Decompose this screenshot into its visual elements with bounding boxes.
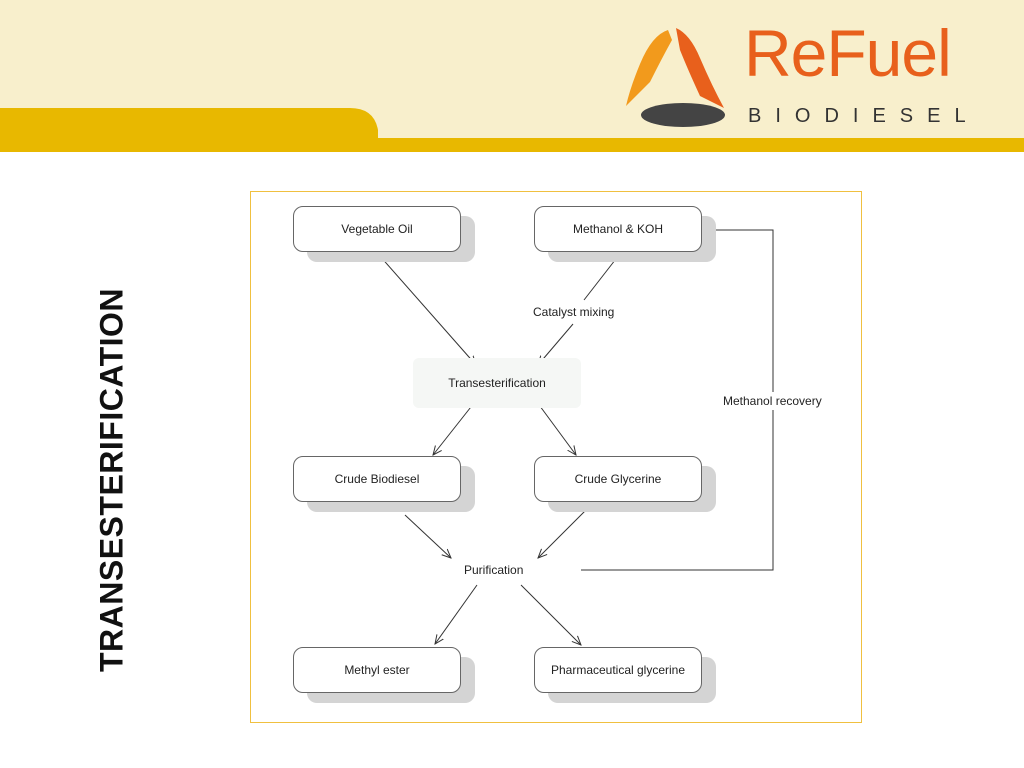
brand-tagline: BIODIESEL — [748, 105, 980, 127]
arrow-oil-to-transesterification — [378, 254, 476, 365]
node-crude-biodiesel: Crude Biodiesel — [293, 456, 461, 502]
slide-title: TRANSESTERIFICATION — [93, 287, 130, 673]
label-catalyst-mixing: Catalyst mixing — [531, 305, 617, 319]
process-purification: Purification — [464, 563, 524, 577]
refuel-logo-mark — [626, 28, 725, 127]
arrow-glycerine-to-purification — [538, 504, 592, 558]
diagram-connectors — [378, 192, 774, 724]
node-crude-glycerine: Crude Glycerine — [534, 456, 702, 502]
slide-header: ReFuel BIODIESEL — [0, 0, 1024, 160]
brand-name: ReFuel — [744, 16, 952, 90]
label-methanol-recovery: Methanol recovery — [721, 392, 824, 410]
node-methanol-koh: Methanol & KOH — [534, 206, 702, 252]
process-transesterification: Transesterification — [413, 358, 581, 408]
arrow-to-pharmaceutical-glycerine — [520, 584, 581, 645]
node-pharmaceutical-glycerine: Pharmaceutical glycerine — [534, 647, 702, 693]
node-vegetable-oil: Vegetable Oil — [293, 206, 461, 252]
header-band — [0, 108, 1024, 152]
transesterification-diagram: Vegetable Oil Methanol & KOH Catalyst mi… — [250, 191, 862, 723]
arrow-biodiesel-to-purification — [404, 514, 451, 558]
arrow-to-methyl-ester — [435, 584, 478, 644]
header-background — [0, 0, 1024, 152]
node-methyl-ester: Methyl ester — [293, 647, 461, 693]
line-methanol-to-catalyst — [583, 254, 620, 301]
